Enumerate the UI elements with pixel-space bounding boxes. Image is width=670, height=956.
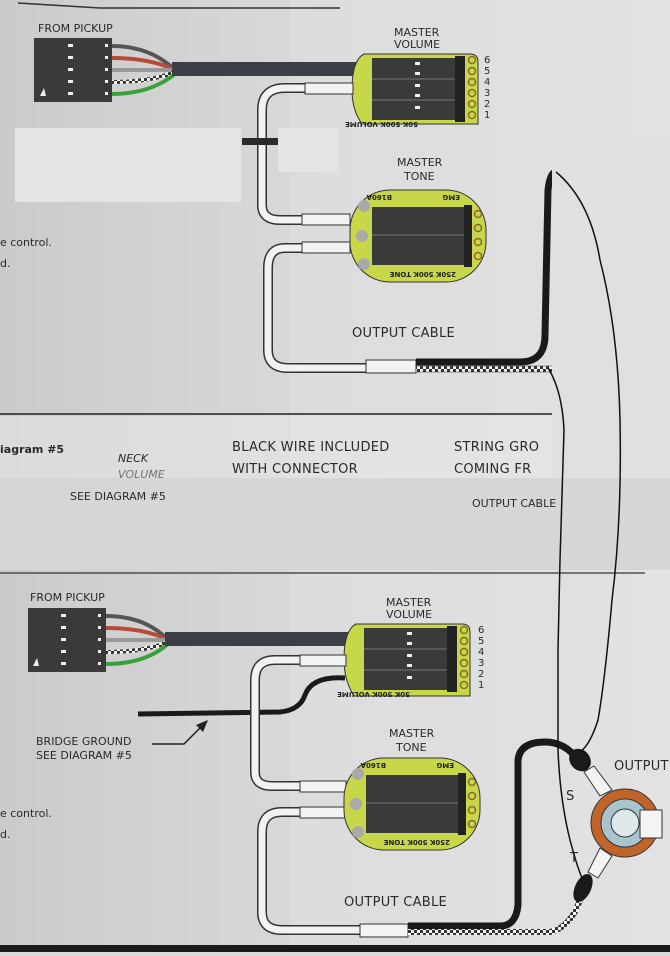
bottom-volume-pcb: 50K 500K VOLUME bbox=[337, 623, 471, 698]
top-tone-pcb-emg: EMG bbox=[442, 193, 460, 201]
bottom-volume-pin-numbers: 6 5 4 3 2 1 bbox=[478, 625, 484, 691]
jack-tip-label: T bbox=[569, 851, 578, 866]
top-tone-label-1: MASTER bbox=[397, 156, 443, 169]
pickup-connector bbox=[34, 38, 112, 102]
top-volume-label-1: MASTER bbox=[394, 26, 440, 39]
top-side-text-2: d. bbox=[0, 257, 10, 270]
bottom-tone-label-2: TONE bbox=[395, 741, 427, 754]
string-ground-label-2: COMING FR bbox=[454, 462, 532, 477]
bridge-ground-arrow bbox=[152, 727, 201, 745]
top-tone-pcb: B160A EMG 250K 500K TONE bbox=[349, 189, 487, 283]
black-wire-label-1: BLACK WIRE INCLUDED bbox=[232, 440, 390, 455]
from-pickup-label: FROM PICKUP bbox=[38, 22, 113, 35]
bottom-pickup-connector bbox=[28, 608, 106, 672]
bottom-volume-label-1: MASTER bbox=[386, 596, 432, 609]
top-jumper-wires bbox=[242, 82, 370, 373]
bottom-side-text-2: d. bbox=[0, 828, 10, 841]
hand-drawn-wires bbox=[547, 171, 622, 881]
bridge-ground-wire bbox=[137, 675, 346, 717]
bottom-tone-pcb-b160a: B160A bbox=[360, 761, 386, 769]
black-wire-label-2: WITH CONNECTOR bbox=[232, 462, 358, 477]
top-side-text-1: e control. bbox=[0, 236, 52, 249]
top-volume-label-2: VOLUME bbox=[394, 38, 440, 51]
bridge-ground-label-2: SEE DIAGRAM #5 bbox=[36, 749, 132, 762]
band-lower-strip bbox=[0, 478, 670, 570]
middle-output-cable-label: OUTPUT CABLE bbox=[472, 497, 556, 510]
top-output-cable-shield bbox=[415, 365, 557, 373]
redaction-box-left bbox=[15, 128, 241, 202]
top-tone-pcb-bottom: 250K 500K TONE bbox=[389, 270, 456, 278]
bottom-pickup-wire-bundle bbox=[105, 614, 170, 666]
top-diagram: FROM PICKUP MASTER VOLUME bbox=[0, 2, 557, 374]
jack-sleeve-label: S bbox=[566, 789, 575, 804]
pin-5: 5 bbox=[484, 66, 490, 77]
bottom-tone-pcb-bottom: 250K 500K TONE bbox=[383, 838, 450, 846]
middle-band: iagram #5 NECK VOLUME BLACK WIRE INCLUDE… bbox=[0, 413, 670, 574]
top-output-cable-plug bbox=[365, 359, 417, 374]
bottom-diagram: FROM PICKUP MASTER VOLUME bbox=[0, 591, 669, 938]
bottom-volume-pcb-text: 50K 500K VOLUME bbox=[337, 690, 410, 698]
pin-2: 2 bbox=[484, 99, 490, 110]
bottom-side-text-1: e control. bbox=[0, 807, 52, 820]
pin-6: 6 bbox=[478, 625, 484, 636]
bottom-volume-label-2: VOLUME bbox=[386, 608, 432, 621]
bottom-output-cable-shield bbox=[408, 898, 583, 935]
bottom-output-cable-plug bbox=[359, 923, 409, 938]
top-volume-pcb: 50K 500K VOLUME bbox=[345, 53, 479, 128]
pin-4: 4 bbox=[478, 647, 484, 658]
bottom-edge-bar bbox=[0, 945, 670, 952]
redaction-box-small bbox=[278, 128, 338, 172]
bottom-from-pickup-label: FROM PICKUP bbox=[30, 591, 105, 604]
output-jack-label: OUTPUT bbox=[614, 759, 669, 774]
neck-volume-label-cut: VOLUME bbox=[118, 468, 165, 481]
pickup-wire-bundle bbox=[111, 44, 177, 96]
top-volume-pcb-text: 50K 500K VOLUME bbox=[345, 120, 418, 128]
bottom-pickup-cable bbox=[165, 632, 365, 646]
top-volume-pin-numbers: 6 5 4 3 2 1 bbox=[484, 55, 490, 121]
top-tone-label-2: TONE bbox=[403, 170, 435, 183]
top-output-cable-label: OUTPUT CABLE bbox=[352, 326, 455, 341]
bottom-tone-label-1: MASTER bbox=[389, 727, 435, 740]
pin-3: 3 bbox=[478, 658, 484, 669]
see-diagram-label: SEE DIAGRAM #5 bbox=[70, 490, 166, 503]
pin-3: 3 bbox=[484, 88, 490, 99]
pin-4: 4 bbox=[484, 77, 490, 88]
pin-2: 2 bbox=[478, 669, 484, 680]
top-tone-pcb-b160a: B160A bbox=[366, 193, 392, 201]
bottom-tone-pcb-emg: EMG bbox=[436, 761, 454, 769]
bottom-tone-pcb: B160A EMG 250K 500K TONE bbox=[343, 757, 481, 851]
bridge-ground-label-1: BRIDGE GROUND bbox=[36, 735, 131, 748]
neck-label: NECK bbox=[118, 452, 149, 465]
arrow-head-icon bbox=[196, 720, 208, 732]
bottom-output-cable-label: OUTPUT CABLE bbox=[344, 895, 447, 910]
output-jack bbox=[569, 748, 663, 903]
bottom-jumper-wires bbox=[250, 654, 360, 935]
pin-5: 5 bbox=[478, 636, 484, 647]
pin-1: 1 bbox=[478, 680, 484, 691]
pin-6: 6 bbox=[484, 55, 490, 66]
pin-1: 1 bbox=[484, 110, 490, 121]
pickup-cable bbox=[172, 62, 372, 76]
bottom-output-cable-black bbox=[408, 738, 581, 930]
string-ground-label-1: STRING GRO bbox=[454, 440, 539, 455]
diagram-ref-text: iagram #5 bbox=[0, 443, 64, 456]
